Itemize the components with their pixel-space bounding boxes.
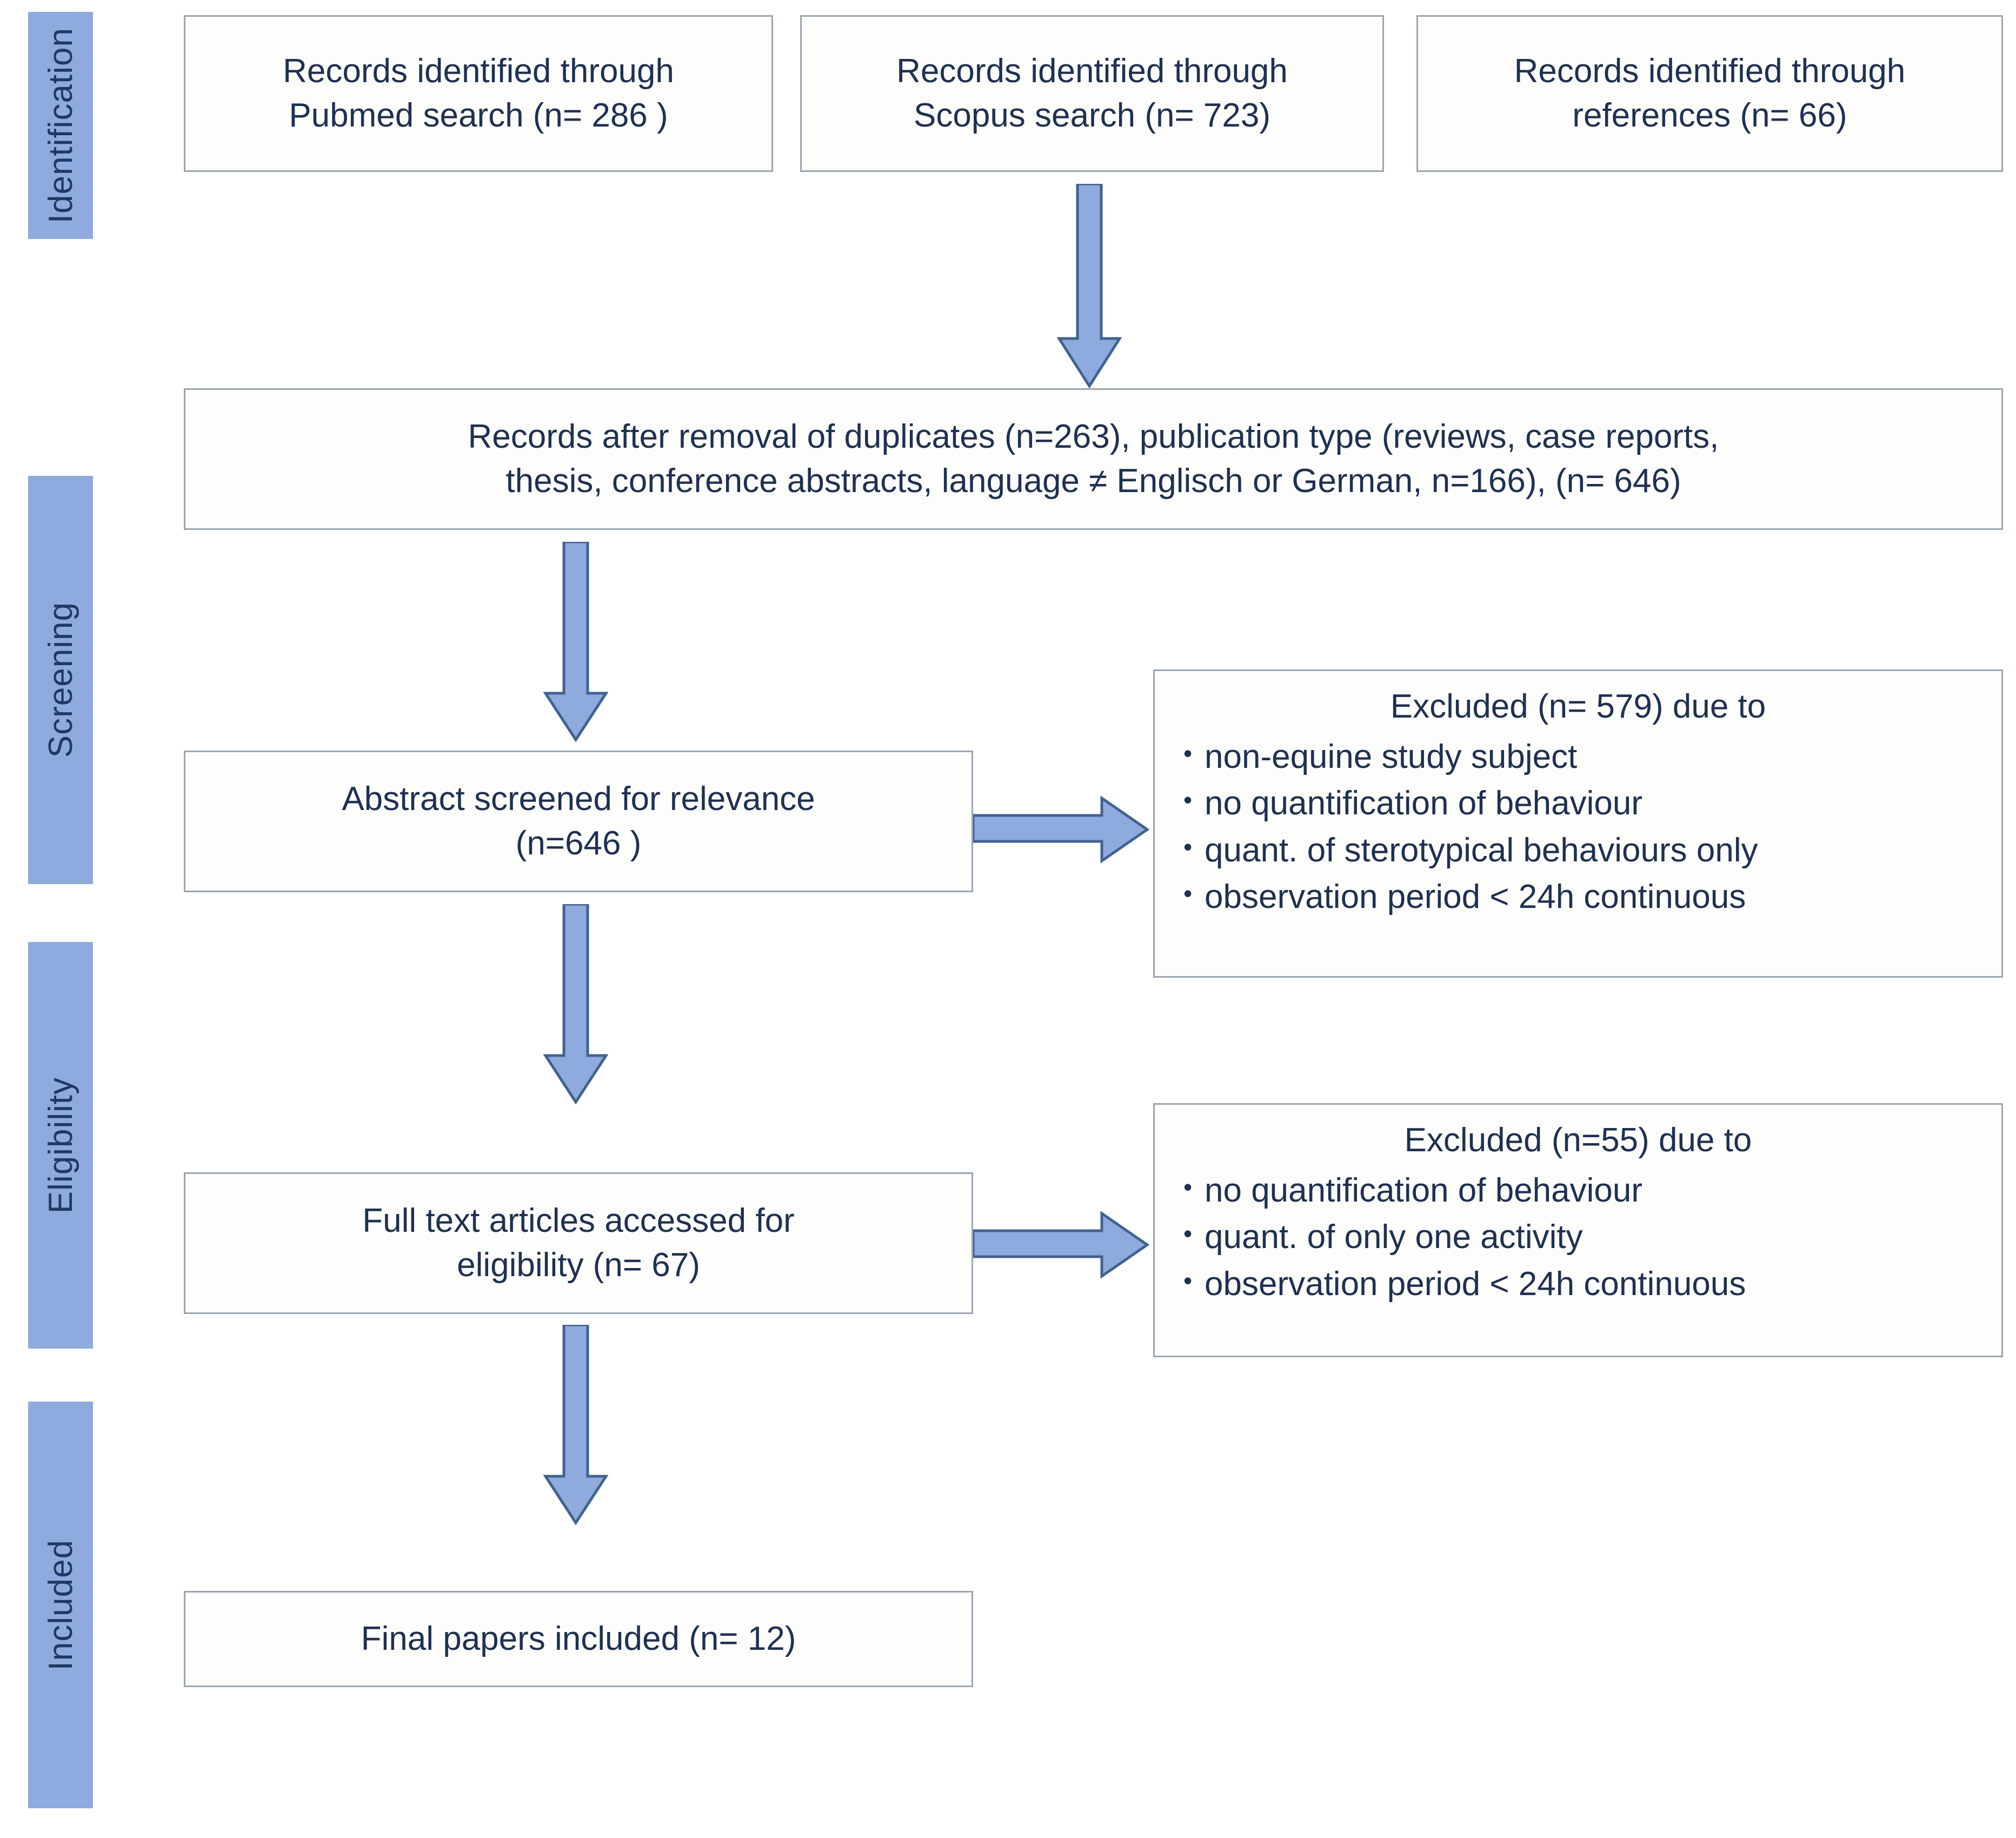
box-records-scopus: Records identified through Scopus search… [800,15,1384,172]
list-item-label: observation period < 24h continuous [1205,878,1746,916]
bullet-icon: • [1183,1219,1193,1248]
stage-bar-included: Included [28,1402,93,1808]
box-records-after-duplicates-line2: thesis, conference abstracts, language ≠… [505,462,1681,500]
box-records-after-duplicates-line1: Records after removal of duplicates (n=2… [468,418,1719,456]
box-abstract-screened-line2: (n=646 ) [515,825,642,862]
list-item: • observation period < 24h continuous [1171,1263,1985,1306]
box-records-scopus-line1: Records identified through [896,52,1288,90]
box-excluded-eligibility-list: • no quantification of behaviour • quant… [1171,1169,1985,1306]
stage-label-screening: Screening [42,602,79,758]
bullet-icon: • [1183,1266,1193,1295]
bullet-icon: • [1183,832,1193,861]
box-full-text-articles-line2: eligibility (n= 67) [457,1246,700,1284]
box-full-text-articles-line1: Full text articles accessed for [362,1202,795,1240]
arrow-right-fulltext-to-excluded [973,1210,1152,1280]
box-records-scopus-line2: Scopus search (n= 723) [914,97,1270,134]
box-final-papers-included: Final papers included (n= 12) [184,1591,973,1687]
arrow-down-duplicates-to-abstract [543,542,608,743]
bullet-icon: • [1183,879,1193,908]
box-full-text-articles: Full text articles accessed for eligibil… [184,1172,973,1314]
stage-label-included: Included [42,1539,79,1671]
list-item-label: no quantification of behaviour [1205,1171,1643,1209]
list-item-label: no quantification of behaviour [1205,785,1643,822]
box-records-references-line1: Records identified through [1514,52,1906,90]
stage-bar-eligibility: Eligibility [28,942,93,1349]
box-final-papers-included-line1: Final papers included (n= 12) [361,1620,796,1658]
arrow-down-fulltext-to-final [543,1325,608,1526]
bullet-icon: • [1183,1172,1193,1201]
list-item: • observation period < 24h continuous [1171,875,1985,919]
list-item: • quant. of only one activity [1171,1216,1985,1259]
box-abstract-screened-line1: Abstract screened for relevance [342,780,815,818]
box-records-pubmed-line1: Records identified through [283,52,674,90]
list-item: • non-equine study subject [1171,735,1985,779]
arrow-right-abstract-to-excluded [973,795,1152,865]
stage-label-identification: Identification [42,27,79,224]
list-item-label: quant. of only one activity [1205,1218,1583,1256]
box-records-after-duplicates: Records after removal of duplicates (n=2… [184,388,2003,530]
arrow-down-sources-to-duplicates [1057,184,1122,389]
stage-bar-identification: Identification [28,12,93,239]
list-item-label: non-equine study subject [1205,738,1578,775]
box-excluded-eligibility: Excluded (n=55) due to • no quantificati… [1153,1103,2003,1357]
box-records-references: Records identified through references (n… [1416,15,2003,172]
box-records-pubmed: Records identified through Pubmed search… [184,15,773,172]
arrow-down-abstract-to-fulltext [543,904,608,1105]
stage-label-eligibility: Eligibility [42,1077,79,1214]
box-excluded-screening-title: Excluded (n= 579) due to [1390,688,1766,725]
box-excluded-screening-list: • non-equine study subject • no quantifi… [1171,735,1985,919]
list-item: • quant. of sterotypical behaviours only [1171,829,1985,873]
bullet-icon: • [1183,739,1193,767]
box-records-pubmed-line2: Pubmed search (n= 286 ) [289,97,668,134]
list-item-label: observation period < 24h continuous [1205,1265,1746,1303]
stage-bar-screening: Screening [28,476,93,884]
box-abstract-screened: Abstract screened for relevance (n=646 ) [184,751,973,892]
box-records-references-line2: references (n= 66) [1572,97,1847,134]
list-item: • no quantification of behaviour [1171,782,1985,826]
list-item-label: quant. of sterotypical behaviours only [1205,831,1758,869]
bullet-icon: • [1183,786,1193,814]
box-excluded-eligibility-title: Excluded (n=55) due to [1404,1122,1752,1159]
box-excluded-screening: Excluded (n= 579) due to • non-equine st… [1153,669,2003,978]
list-item: • no quantification of behaviour [1171,1169,1985,1213]
